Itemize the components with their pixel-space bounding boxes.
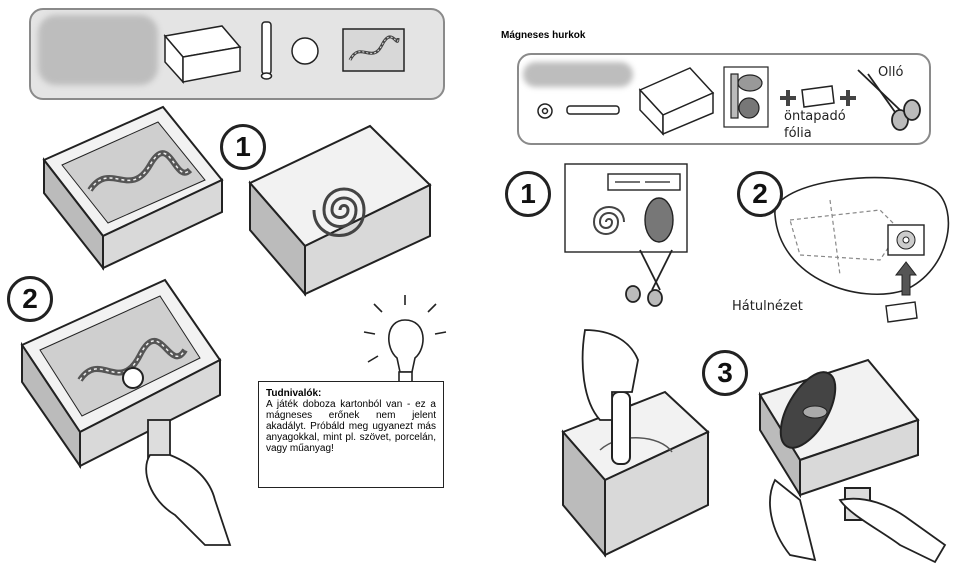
page-title: Mágneses hurkok bbox=[501, 30, 586, 41]
magnet-rod-icon bbox=[260, 21, 273, 80]
tape-icon bbox=[801, 85, 835, 108]
back-view-label: Hátulnézet bbox=[732, 299, 803, 314]
note-text: A játék doboza kartonból van - ez a mágn… bbox=[266, 399, 436, 454]
track-card-icon bbox=[723, 66, 769, 128]
plus-icon bbox=[780, 90, 856, 106]
ball-icon bbox=[291, 37, 319, 65]
arrow-up-icon bbox=[894, 261, 918, 296]
closed-box-icon bbox=[638, 67, 715, 136]
tape-label-line1: öntapadó bbox=[784, 109, 846, 124]
spiral-icon bbox=[592, 206, 625, 235]
hand-icon bbox=[581, 329, 639, 421]
tape-label-line2: fólia bbox=[784, 126, 812, 141]
airplane-back-view bbox=[774, 176, 950, 323]
right-step-2: 2 bbox=[737, 171, 783, 217]
right-step-1: 1 bbox=[505, 171, 551, 217]
tape-icon bbox=[885, 301, 918, 323]
right-step-3: 3 bbox=[702, 350, 748, 396]
hand-icon bbox=[145, 419, 232, 546]
scissors-label: Olló bbox=[878, 65, 904, 80]
washer-icon bbox=[537, 103, 553, 119]
right-materials-panel bbox=[517, 53, 931, 145]
left-box-large bbox=[20, 278, 222, 470]
right-box-finger bbox=[561, 390, 710, 558]
closed-box-icon bbox=[163, 25, 242, 84]
track-card-icon bbox=[342, 28, 405, 72]
scissors-icon bbox=[857, 69, 921, 131]
magnet-rod-icon bbox=[566, 105, 620, 115]
left-step-1: 1 bbox=[220, 124, 266, 170]
instruction-card bbox=[564, 163, 688, 253]
left-box-spiral bbox=[248, 124, 432, 297]
lightbulb-icon bbox=[363, 295, 447, 385]
left-box-track bbox=[42, 105, 224, 271]
right-blurred-label bbox=[523, 62, 633, 87]
hand-icon bbox=[769, 478, 947, 564]
right-box-held bbox=[758, 358, 920, 521]
spiral-icon bbox=[312, 187, 366, 237]
info-note: Tudnivalók: A játék doboza kartonból van… bbox=[258, 381, 444, 488]
note-heading: Tudnivalók: bbox=[266, 388, 322, 399]
left-blurred-label bbox=[38, 15, 158, 85]
scissors-icon bbox=[625, 249, 673, 307]
left-step-2: 2 bbox=[7, 276, 53, 322]
